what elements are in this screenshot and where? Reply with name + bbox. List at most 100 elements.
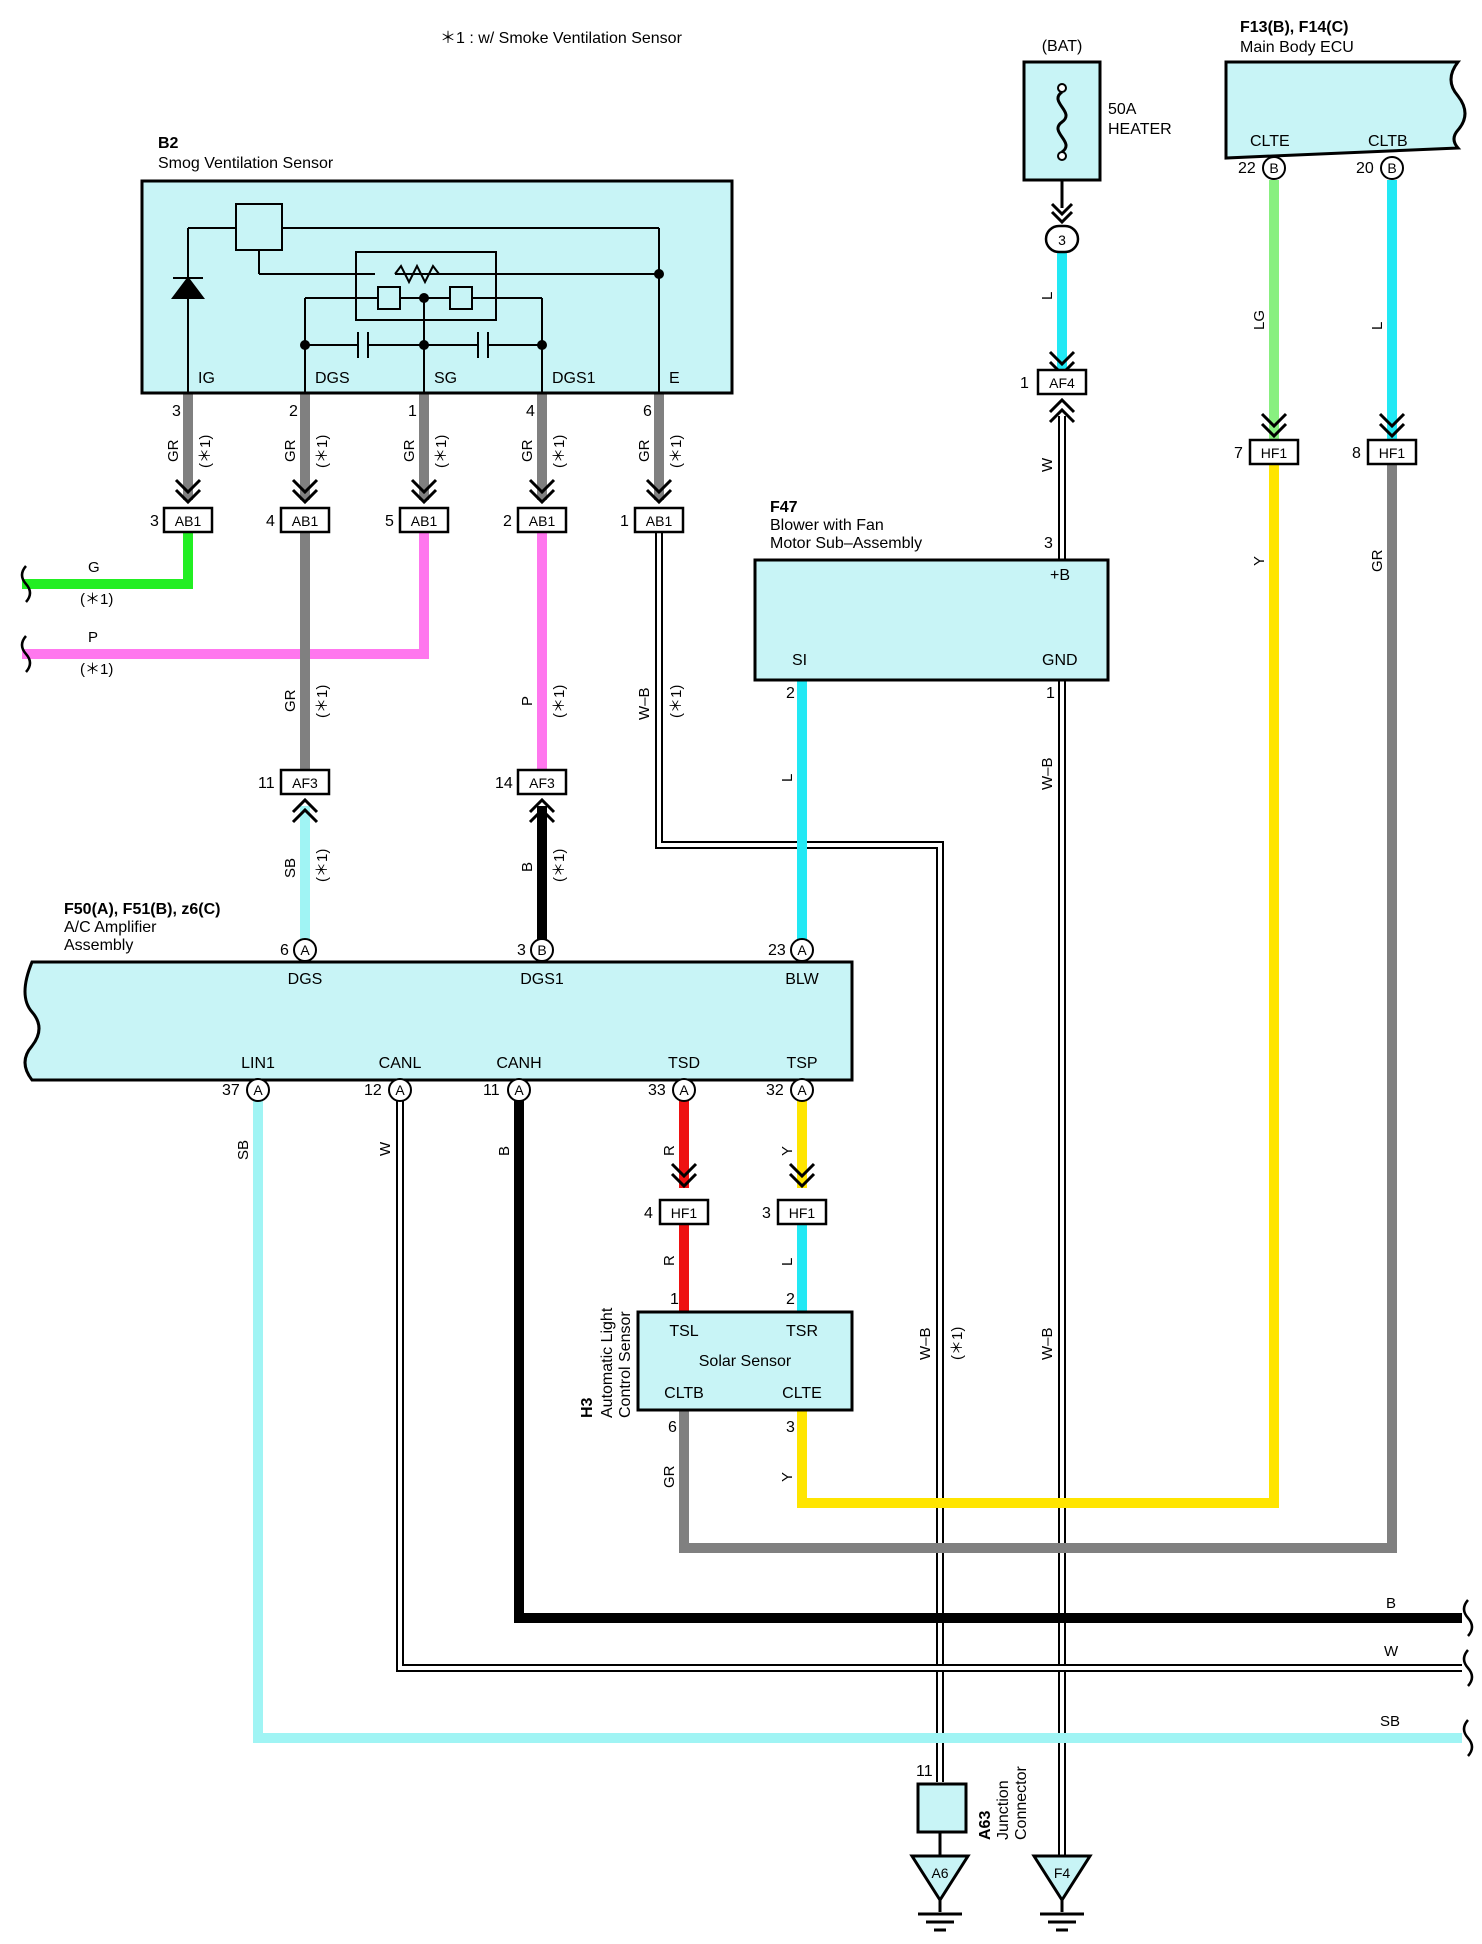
b2-pin-ig-label: IG — [198, 370, 215, 387]
ab1-4-name: AB1 — [292, 513, 319, 529]
af4-num: 1 — [1020, 375, 1029, 392]
ac-amplifier: F50(A), F51(B), z6(C) A/C Amplifier Asse… — [23, 901, 854, 1102]
wire-label-p: P — [88, 629, 98, 646]
wire-label-mark: (＊1) — [668, 685, 685, 718]
wire-label-wb: W–B — [636, 687, 653, 720]
wire-label-gr: GR — [401, 439, 418, 462]
ab1-1-num: 1 — [620, 513, 629, 530]
ecu-pin-clte-conn: B — [1269, 160, 1278, 176]
wire-label-mark: (＊1) — [551, 849, 568, 882]
hf1-3-name: HF1 — [789, 1205, 816, 1221]
amp-tsd-label: TSD — [668, 1055, 700, 1072]
blower-name-2: Motor Sub–Assembly — [770, 535, 922, 552]
amp-canh-num: 11 — [483, 1082, 500, 1099]
wire-p-left — [22, 532, 429, 659]
ground-a6-label: A6 — [931, 1865, 948, 1881]
solar-name-1: Automatic Light — [599, 1307, 616, 1418]
bat-label: (BAT) — [1042, 38, 1083, 55]
b2-wire-labels: GR (＊1) GR (＊1) GR (＊1) GR (＊1) GR (＊1) — [165, 435, 685, 468]
ecu-name: Main Body ECU — [1240, 39, 1354, 56]
wire-label-mark: (＊1) — [80, 661, 113, 678]
footnote: ＊1 : w/ Smoke Ventilation Sensor — [440, 30, 683, 47]
amp-dgs1-conn: B — [537, 942, 546, 958]
b2-pin-dgs-num: 2 — [289, 403, 298, 420]
amp-code: F50(A), F51(B), z6(C) — [64, 901, 220, 918]
wire-label-l: L — [779, 1258, 796, 1266]
blower-name-1: Blower with Fan — [770, 517, 884, 534]
hf1-7-num: 7 — [1234, 445, 1243, 462]
amp-lin1-label: LIN1 — [241, 1055, 275, 1072]
b2-internal-circuit — [171, 203, 660, 393]
b2-pin-e-num: 6 — [643, 403, 652, 420]
wire-label-gr: GR — [282, 689, 299, 712]
wire-label-mark: (＊1) — [197, 435, 214, 468]
wire-label-w: W — [1384, 1643, 1399, 1660]
hf1-7-name: HF1 — [1261, 445, 1288, 461]
b2-pin-sg-num: 1 — [408, 403, 417, 420]
b2-pin-dgs-label: DGS — [315, 370, 350, 387]
amp-name-1: A/C Amplifier — [64, 919, 157, 936]
hf1-mid-connectors: HF1 4 HF1 3 — [644, 1162, 828, 1226]
b2-pin-e-label: E — [669, 370, 680, 387]
wire-label-b: B — [519, 862, 536, 872]
amp-lin1-conn: A — [253, 1082, 263, 1098]
wire-label-mark: (＊1) — [551, 685, 568, 718]
wire-gr-cltb — [679, 464, 1397, 1553]
amp-canh-conn: A — [514, 1082, 524, 1098]
wire-label-r: R — [661, 1255, 678, 1266]
wire-label-mark: (＊1) — [551, 435, 568, 468]
solar-pin-cltb-num: 6 — [668, 1419, 677, 1436]
hf1-4-num: 4 — [644, 1205, 653, 1222]
solar-inner-label: Solar Sensor — [699, 1353, 792, 1370]
wire-label-sb: SB — [1380, 1713, 1400, 1730]
amp-blw-label: BLW — [785, 971, 819, 988]
ground-a6: A6 — [909, 1854, 971, 1932]
ab1-3-num: 3 — [150, 513, 159, 530]
battery-fuse: (BAT) 50A HEATER 3 — [1022, 38, 1172, 254]
amp-name-2: Assembly — [64, 937, 133, 954]
ab1-5-name: AB1 — [411, 513, 438, 529]
ab1-5-num: 5 — [385, 513, 394, 530]
ecu-pin-cltb-num: 20 — [1356, 160, 1374, 177]
ab1-3-name: AB1 — [175, 513, 202, 529]
amp-canl-conn: A — [395, 1082, 405, 1098]
blower-pin-gnd-label: GND — [1042, 652, 1078, 669]
ab1-1-name: AB1 — [646, 513, 673, 529]
wire-label-gr: GR — [165, 439, 182, 462]
solar-box — [636, 1310, 854, 1412]
amp-dgs1-label: DGS1 — [520, 971, 564, 988]
wire-label-r: R — [661, 1145, 678, 1156]
amp-canl-label: CANL — [379, 1055, 422, 1072]
ecu-code: F13(B), F14(C) — [1240, 19, 1348, 36]
wire-label-b: B — [1386, 1595, 1396, 1612]
blower-pin-gnd-num: 1 — [1046, 685, 1055, 702]
wire-label-wb: W–B — [917, 1327, 934, 1360]
amp-canh-label: CANH — [496, 1055, 541, 1072]
solar-name-2: Control Sensor — [617, 1311, 634, 1418]
wire-label-mark: (＊1) — [314, 685, 331, 718]
wire-label-p: P — [519, 696, 536, 706]
hf1-top-connectors: HF1 7 HF1 8 — [1234, 412, 1418, 466]
amp-canl-num: 12 — [364, 1082, 382, 1099]
wire-label-y: Y — [779, 1472, 796, 1482]
main-body-ecu: F13(B), F14(C) Main Body ECU CLTE CLTB B… — [1224, 19, 1467, 180]
wire-b-canh — [514, 1090, 1462, 1623]
wire-label-gr: GR — [636, 439, 653, 462]
fuse-pin: 3 — [1058, 232, 1066, 248]
ab1-connectors: AB1 3 AB1 4 AB1 5 AB1 2 AB1 1 — [150, 478, 685, 534]
wire-label-l: L — [1039, 292, 1056, 300]
junction-name-1: Junction — [995, 1780, 1012, 1840]
af3-14-num: 14 — [495, 775, 513, 792]
ecu-pin-cltb-conn: B — [1387, 160, 1396, 176]
amp-tsd-num: 33 — [648, 1082, 666, 1099]
solar-pin-tsr-label: TSR — [786, 1323, 818, 1340]
ground-f4-label: F4 — [1054, 1865, 1071, 1881]
blower-pin-b-num: 3 — [1044, 535, 1053, 552]
solar-pin-tsl-num: 1 — [670, 1291, 679, 1308]
b2-pin-dgs1-label: DGS1 — [552, 370, 596, 387]
af4-connector: AF4 1 — [1020, 350, 1088, 424]
blower-pin-si-label: SI — [792, 652, 807, 669]
fuse-name: HEATER — [1108, 121, 1172, 138]
b2-junction-dots — [300, 269, 664, 350]
